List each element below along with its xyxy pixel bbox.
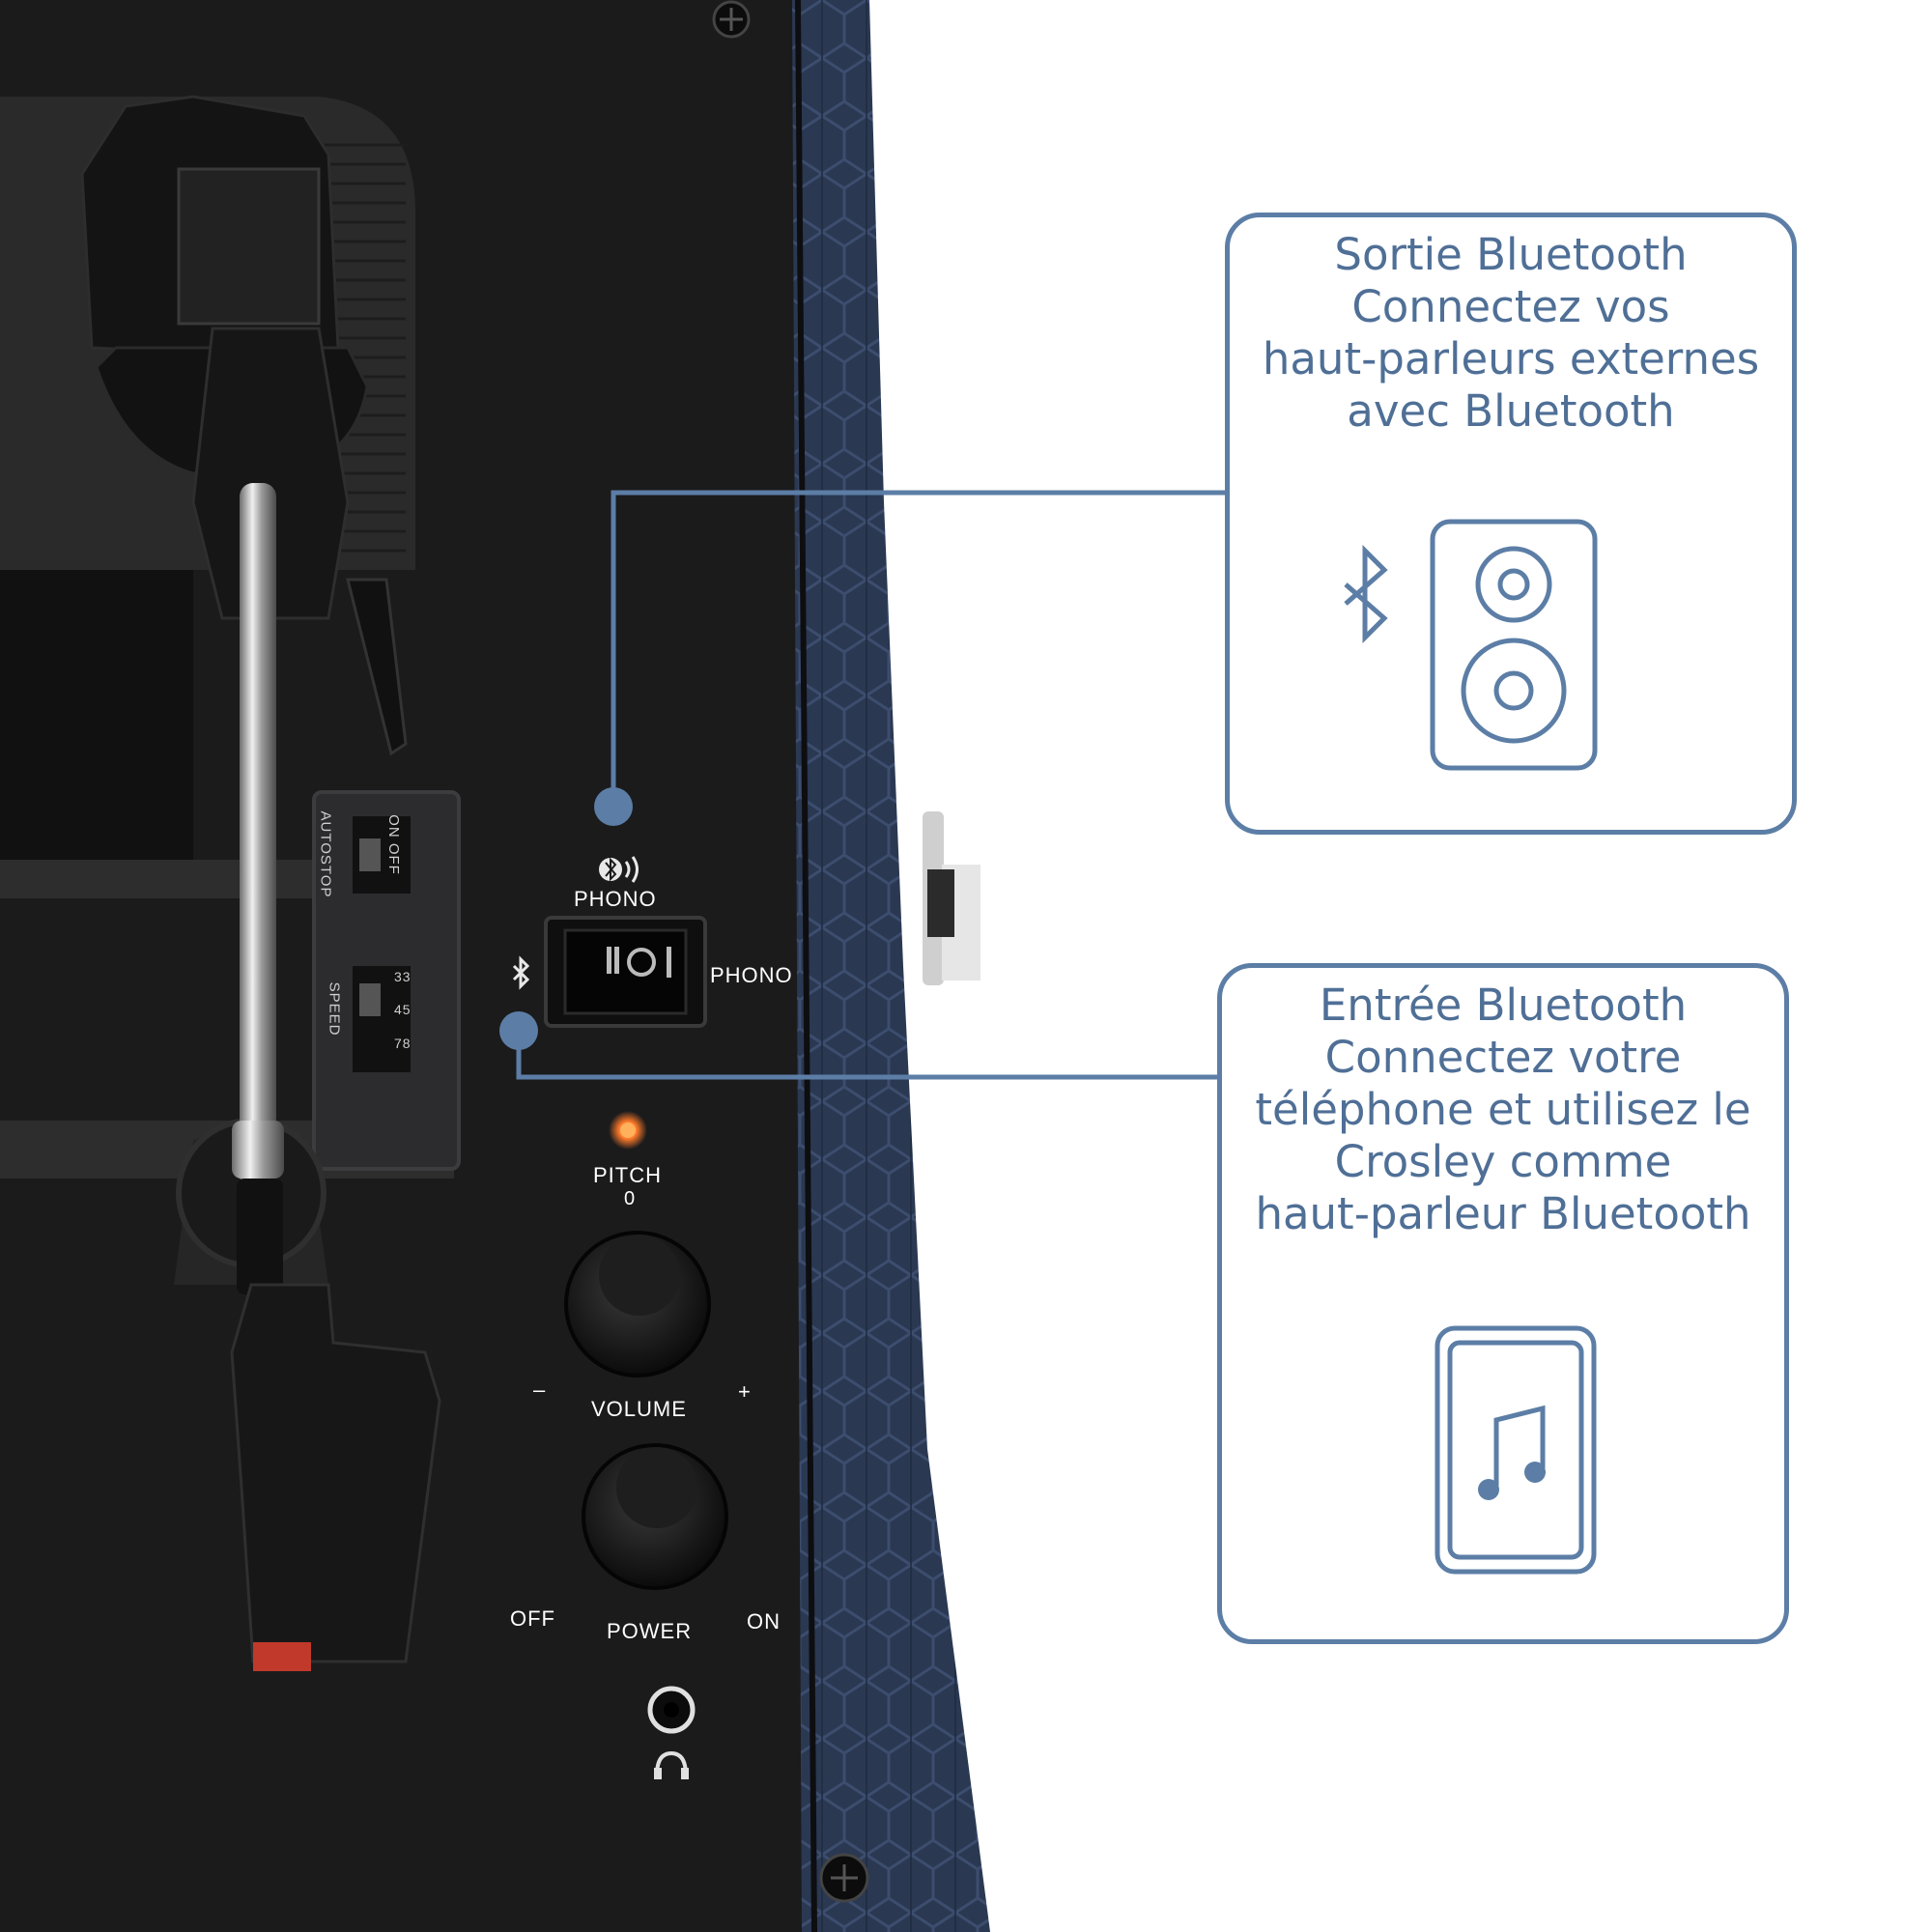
speaker-illustration — [1344, 519, 1598, 771]
bluetooth-speaker-icon — [599, 856, 639, 883]
connector-dot-top — [594, 787, 633, 826]
callout-title: Sortie Bluetooth — [1334, 229, 1688, 280]
pitch-label: PITCH — [593, 1163, 662, 1187]
headphones-icon — [654, 1750, 689, 1779]
speed-value-78: 78 — [394, 1036, 412, 1051]
volume-plus-label: + — [738, 1379, 752, 1404]
switch-right-label: PHONO — [710, 963, 793, 987]
power-off-label: OFF — [510, 1606, 555, 1631]
callout-line: Connectez votre — [1324, 1032, 1682, 1083]
callout-line: haut-parleurs externes — [1262, 333, 1760, 384]
callout-line: Crosley comme — [1334, 1136, 1672, 1187]
case-fabric-edge — [792, 0, 990, 1932]
power-on-label: ON — [747, 1609, 781, 1634]
volume-minus-label: – — [533, 1378, 547, 1402]
switch-top-label: PHONO — [574, 887, 657, 911]
bluetooth-icon — [1344, 544, 1388, 644]
callout-bluetooth-input: Entrée Bluetooth Connectez votre télépho… — [1217, 963, 1789, 1644]
speed-value-33: 33 — [394, 969, 412, 984]
phone-music-icon — [1435, 1325, 1597, 1575]
callout-line: avec Bluetooth — [1347, 385, 1675, 437]
callout-bluetooth-output: Sortie Bluetooth Connectez vos haut-parl… — [1225, 213, 1797, 835]
autostop-state-label: ON OFF — [384, 814, 402, 875]
bluetooth-icon — [512, 955, 530, 990]
power-label: POWER — [607, 1619, 693, 1643]
cue-lever — [346, 578, 408, 756]
autostop-label: AUTOSTOP — [317, 810, 334, 898]
speed-value-45: 45 — [394, 1002, 412, 1017]
volume-label: VOLUME — [591, 1397, 687, 1421]
mode-switch[interactable] — [563, 928, 688, 1015]
callout-line: téléphone et utilisez le — [1255, 1084, 1751, 1135]
speed-label: SPEED — [326, 981, 343, 1037]
callout-title: Entrée Bluetooth — [1319, 980, 1688, 1031]
callout-line: Connectez vos — [1351, 281, 1670, 332]
connector-line-top — [611, 490, 1227, 807]
pitch-zero-label: 0 — [624, 1188, 637, 1209]
connector-dot-bottom — [499, 1011, 538, 1050]
callout-line: haut-parleur Bluetooth — [1255, 1188, 1751, 1239]
stylus — [253, 1642, 311, 1671]
headshell — [230, 1283, 441, 1663]
tonearm-tube — [240, 483, 276, 1188]
speaker-icon — [1430, 519, 1598, 771]
